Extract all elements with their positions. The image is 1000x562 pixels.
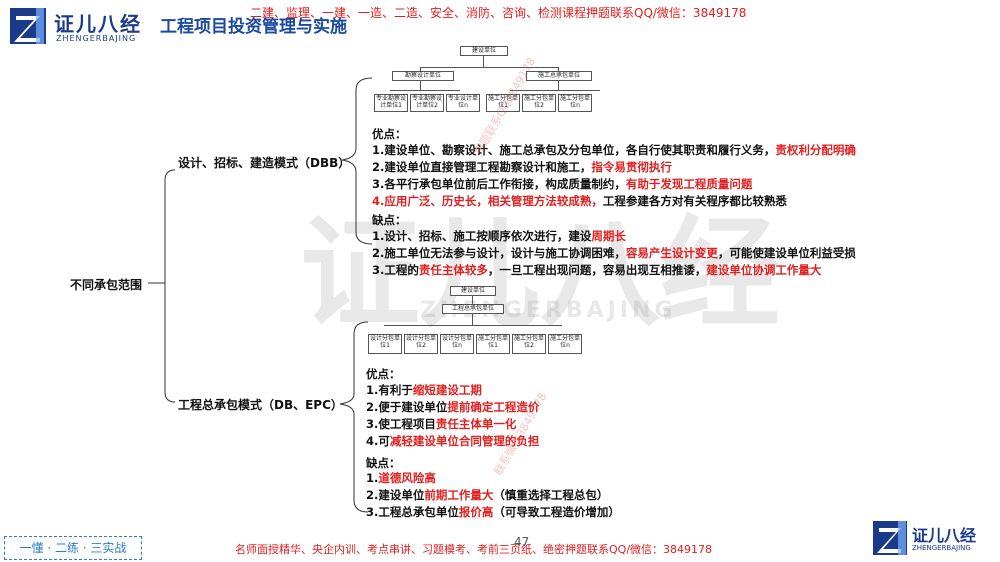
org-leaf-design-2: 专业勘察设计单位2 xyxy=(410,94,444,112)
dbb-pro-1: 1.建设单位、勘察设计、施工总承包及分包单位，各自行使其职责和履行义务，责权利分… xyxy=(372,143,856,157)
dbb-con-1: 1.设计、招标、施工按顺序依次进行，建设周期长 xyxy=(372,229,626,243)
org-leaf-db-design-2: 设计分包单位2 xyxy=(404,334,438,354)
org-leaf-sub-2: 施工分包单位2 xyxy=(522,94,556,112)
slogan-box: 一懂 · 二练 · 三实战 xyxy=(4,536,142,560)
page-number: 47 xyxy=(514,535,530,549)
footer-logo-subtext: ZHENGERBAJING xyxy=(912,544,971,552)
org-leaf-design-n: 专业设计单位n xyxy=(446,94,480,112)
db-cons-list: 1.道德风险高 2.建设单位前期工作量大（慎重选择工程总包） 3.工程总承包单位… xyxy=(366,470,686,521)
dbb-con-2: 2.施工单位无法参与设计，设计与施工协调困难，容易产生设计变更，可能使建设单位利… xyxy=(372,246,856,260)
db-pro-1: 1.有利于缩短建设工期 xyxy=(366,383,482,397)
dbb-pro-3: 3.各平行承包单位前后工作衔接，构成质量制约，有助于发现工程质量问题 xyxy=(372,177,753,191)
footer-logo-icon xyxy=(873,521,907,555)
db-pro-2: 2.便于建设单位提前确定工程造价 xyxy=(366,400,540,414)
db-pro-3: 3.使工程项目责任主体单一化 xyxy=(366,417,517,431)
org-leaf-sub-1: 施工分包单位1 xyxy=(486,94,520,112)
db-pro-4: 4.可减轻建设单位合同管理的负担 xyxy=(366,434,540,448)
dbb-pros-list: 1.建设单位、勘察设计、施工总承包及分包单位，各自行使其职责和履行义务，责权利分… xyxy=(372,142,872,210)
dbb-pro-2: 2.建设单位直接管理工程勘察设计和施工，指令易贯彻执行 xyxy=(372,160,672,174)
org-leaf-sub-n: 施工分包单位n xyxy=(558,94,592,112)
org-leaf-db-sub-2: 施工分包单位2 xyxy=(512,334,546,354)
org-leaf-db-sub-n: 施工分包单位n xyxy=(548,334,582,354)
db-pros-title: 优点： xyxy=(366,367,401,381)
watermark-big: 证儿八经 xyxy=(300,205,780,344)
dbb-node: 设计、招标、建造模式（DBB） xyxy=(178,156,351,170)
dbb-org-chart: 建设单位 勘察设计单位 施工总承包单位 专业勘察设计单位1 专业勘察设计单位2 … xyxy=(370,42,620,122)
org-box-owner: 建设单位 xyxy=(460,46,508,56)
page-title: 工程项目投资管理与实施 xyxy=(160,17,347,37)
dbb-con-3: 3.工程的责任主体较多，一旦工程出现问题，容易出现互相推诿，建设单位协调工作量大 xyxy=(372,263,822,277)
footer-text: 名师面授精华、央企内训、考点串讲、习题模考、考前三页纸、绝密押题联系QQ/微信：… xyxy=(235,543,713,556)
org-leaf-db-sub-1: 施工分包单位1 xyxy=(476,334,510,354)
db-node: 工程总承包模式（DB、EPC） xyxy=(178,398,343,412)
org-leaf-db-design-n: 设计分包单位n xyxy=(440,334,474,354)
dbb-cons-list: 1.设计、招标、施工按顺序依次进行，建设周期长 2.施工单位无法参与设计，设计与… xyxy=(372,228,892,279)
dbb-cons-title: 缺点： xyxy=(372,213,407,227)
dbb-pro-4: 4.应用广泛、历史长，相关管理方法较成熟，工程参建各方对有关程序都比较熟悉 xyxy=(372,194,787,208)
db-pros-list: 1.有利于缩短建设工期 2.便于建设单位提前确定工程造价 3.使工程项目责任主体… xyxy=(366,382,666,450)
db-con-3: 3.工程总承包单位报价高（可导致工程造价增加） xyxy=(366,505,620,519)
root-node: 不同承包范围 xyxy=(70,278,143,292)
brand-logo: 证儿八经 ZHENGERBAJING xyxy=(8,6,158,46)
top-banner: 二建、监理、一建、一造、二造、安全、消防、咨询、检测课程押题联系QQ/微信：38… xyxy=(250,6,747,20)
org-box-contractor: 施工总承包单位 xyxy=(526,71,592,81)
org-box-db-epc: 工程总承包单位 xyxy=(442,304,504,314)
brand-logo-text: 证儿八经 xyxy=(54,12,142,36)
footer-logo: 证儿八经 ZHENGERBAJING xyxy=(872,520,996,558)
footer-logo-text: 证儿八经 xyxy=(912,526,977,545)
db-cons-title: 缺点： xyxy=(366,456,401,470)
dbb-pros-title: 优点： xyxy=(372,127,407,141)
db-con-2: 2.建设单位前期工作量大（慎重选择工程总包） xyxy=(366,488,609,502)
org-box-design: 勘察设计单位 xyxy=(392,71,454,81)
org-leaf-db-design-1: 设计分包单位1 xyxy=(368,334,402,354)
org-box-db-owner: 建设单位 xyxy=(450,286,496,296)
brand-logo-icon xyxy=(10,8,46,44)
org-leaf-design-1: 专业勘察设计单位1 xyxy=(374,94,408,112)
db-org-chart: 建设单位 工程总承包单位 设计分包单位1 设计分包单位2 设计分包单位n 施工分… xyxy=(366,284,586,360)
brand-logo-subtext: ZHENGERBAJING xyxy=(56,34,137,43)
db-con-1: 1.道德风险高 xyxy=(366,471,436,485)
